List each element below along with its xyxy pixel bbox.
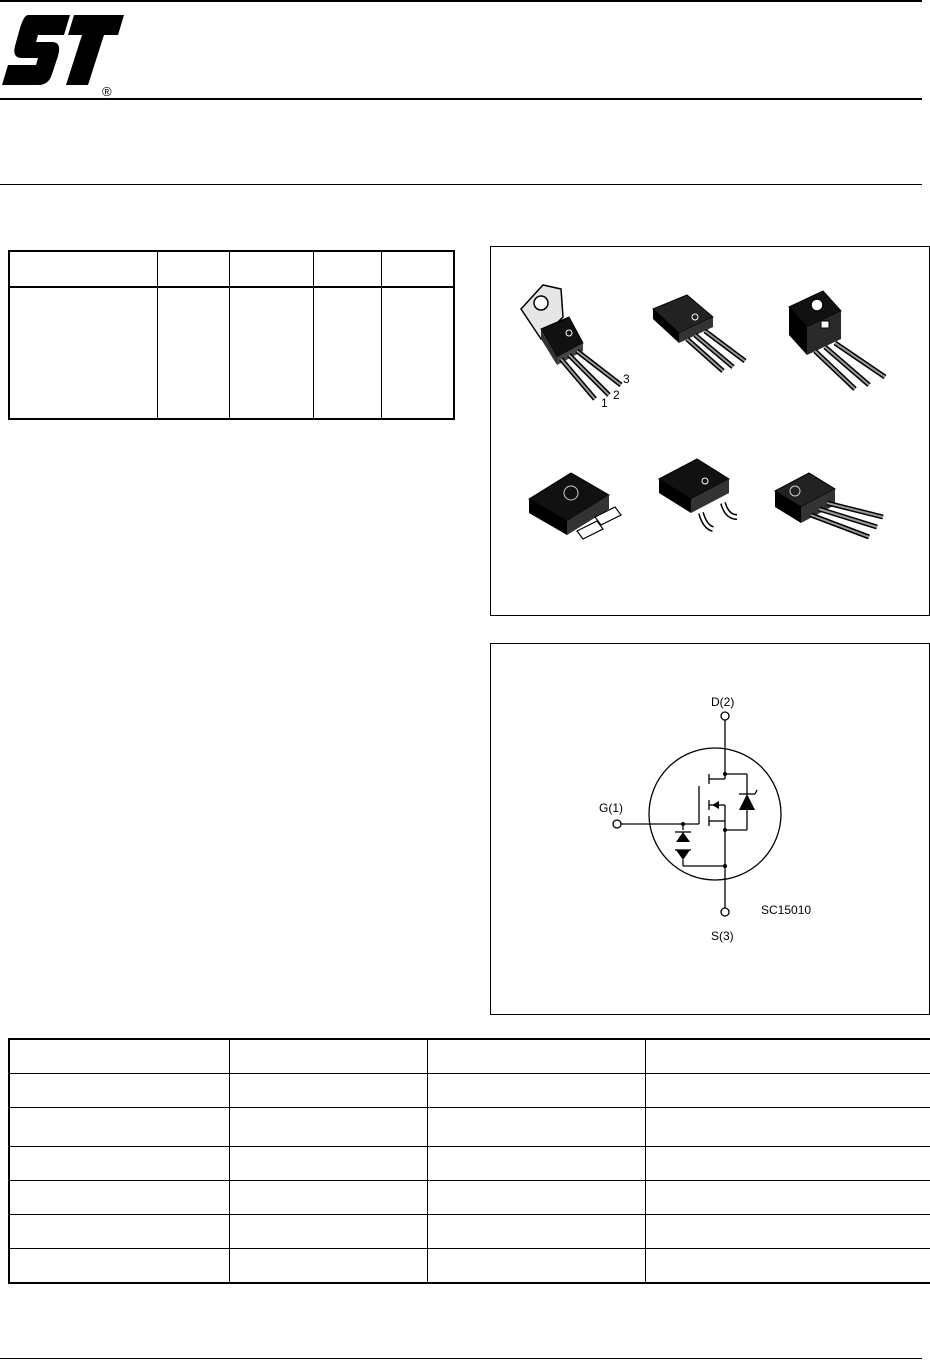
package-d2pak [657, 458, 738, 532]
table-cell [228, 1146, 428, 1181]
drain-label: D(2) [711, 695, 734, 709]
packages-illustration: 1 2 3 [520, 284, 887, 540]
pin-label-1: 1 [601, 396, 608, 410]
table-cell [8, 1107, 230, 1147]
table-row [8, 1038, 930, 1074]
table-cell [426, 1248, 646, 1284]
table-row [8, 1146, 930, 1181]
table-cell [426, 1038, 646, 1074]
table-cell [8, 1248, 230, 1284]
table-cell [228, 1180, 428, 1215]
table-cell [228, 1214, 428, 1249]
top-rule [0, 0, 922, 2]
table-cell [426, 1180, 646, 1215]
table-cell [644, 1180, 930, 1215]
table-cell [644, 1107, 930, 1147]
table-cell [380, 286, 455, 420]
package-dpak [528, 472, 622, 540]
table-cell [426, 1107, 646, 1147]
packages-figure: 1 2 3 [490, 246, 930, 616]
table-cell [228, 286, 314, 420]
table-cell [8, 250, 158, 288]
table-cell [8, 1180, 230, 1215]
table-row [8, 1073, 930, 1108]
table-cell [8, 1214, 230, 1249]
table-cell [8, 1073, 230, 1108]
table-row [8, 1248, 930, 1284]
table-cell [426, 1073, 646, 1108]
table-row [8, 1214, 930, 1249]
table-cell [644, 1146, 930, 1181]
table-cell [156, 286, 230, 420]
table-cell [644, 1073, 930, 1108]
title-rule [0, 184, 922, 185]
package-i2pak [652, 294, 747, 373]
table-row [8, 286, 455, 420]
table-cell [644, 1038, 930, 1074]
ordering-table [8, 1038, 930, 1284]
table-cell [156, 250, 230, 288]
package-to220: 1 2 3 [520, 284, 630, 410]
header-rule [0, 98, 922, 100]
table-cell [644, 1214, 930, 1249]
table-cell [228, 1073, 428, 1108]
table-cell [312, 250, 382, 288]
table-cell [228, 1107, 428, 1147]
package-to220fp [788, 290, 887, 391]
registered-mark: ® [102, 84, 112, 99]
mosfet-schematic: D(2) G(1) S(3) SC15010 [599, 695, 811, 943]
table-cell [8, 286, 158, 420]
pin-label-3: 3 [623, 372, 630, 386]
internal-schematic: D(2) G(1) S(3) SC15010 [490, 643, 930, 1015]
table-row [8, 250, 455, 288]
table-row [8, 1180, 930, 1215]
pin-label-2: 2 [613, 388, 620, 402]
table-cell [8, 1146, 230, 1181]
table-row [8, 1107, 930, 1147]
summary-table [8, 250, 455, 420]
footer-rule [0, 1358, 922, 1359]
table-cell [312, 286, 382, 420]
table-cell [8, 1038, 230, 1074]
st-logo: ® [2, 15, 124, 99]
table-cell [644, 1248, 930, 1284]
schematic-code: SC15010 [761, 903, 811, 917]
table-cell [228, 1038, 428, 1074]
table-cell [380, 250, 455, 288]
gate-label: G(1) [599, 801, 623, 815]
table-cell [426, 1146, 646, 1181]
table-cell [228, 1248, 428, 1284]
table-cell [228, 250, 314, 288]
table-cell [426, 1214, 646, 1249]
source-label: S(3) [711, 929, 734, 943]
package-ipak [773, 472, 884, 540]
